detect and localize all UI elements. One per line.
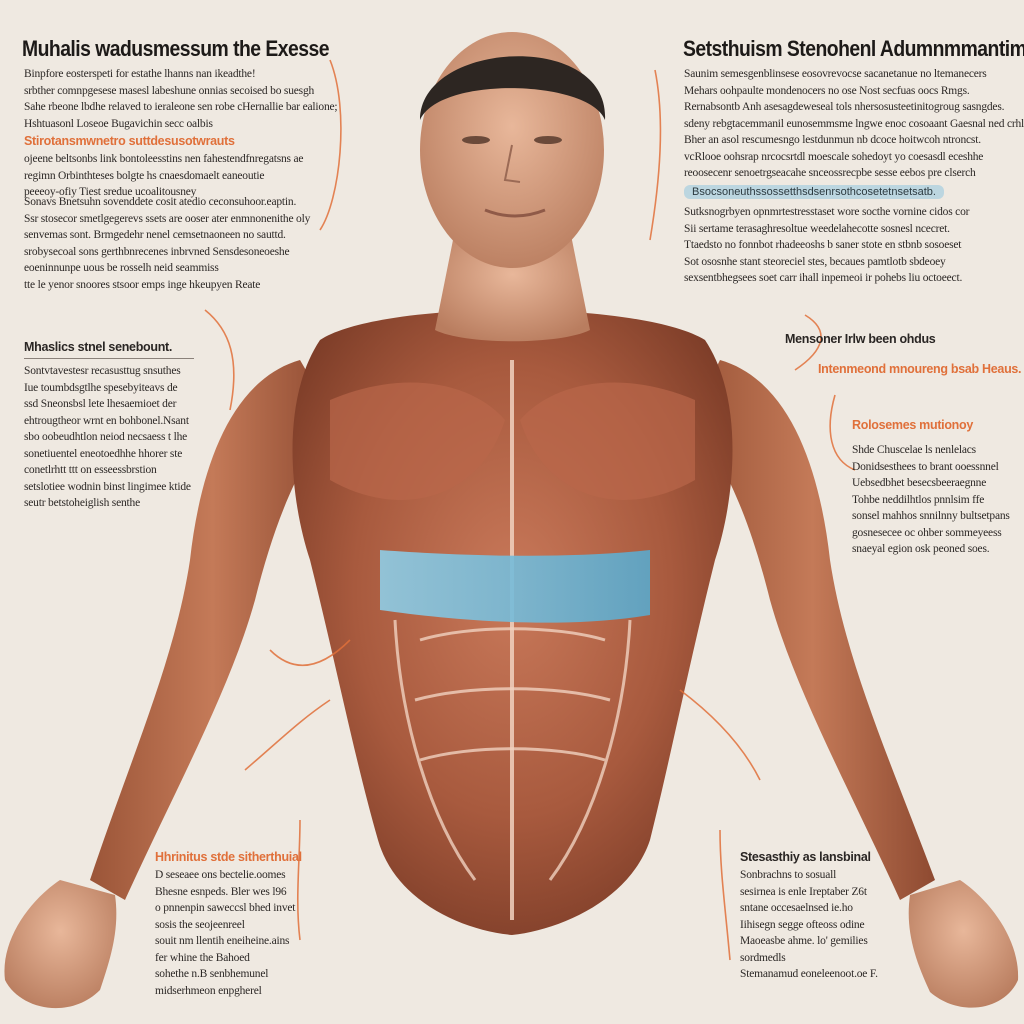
left-bottom-block: Hhrinitus stde sitherthuial D seseaee on…: [155, 850, 302, 999]
text-line: sohethe n.B senbhemunel: [155, 968, 269, 980]
text-line: sexsentbhegsees soet carr ihall inpemeoi…: [684, 272, 963, 284]
text-line: Shde Chuscelae ls nenlelacs: [852, 444, 976, 456]
divider: [24, 358, 194, 359]
text-line: fer whine the Bahoed: [155, 951, 250, 964]
text-line: sonsel mahhos snnilnny bultsetpans: [852, 510, 1010, 522]
section-heading: Stesasthiy as lansbinal: [740, 850, 871, 864]
text-line: Bhesne esnpeds. Bler wes l96: [155, 885, 287, 898]
neck: [435, 230, 590, 342]
abdominal-band: [380, 550, 650, 623]
text-line: peeeoy-ofiy Tiest sredue ucoalitousney: [24, 186, 197, 198]
section-heading: Hhrinitus stde sitherthuial: [155, 850, 302, 864]
left-muscles-block: Mhaslics stnel senebount. Sontvtavestesr…: [24, 340, 194, 512]
text-line: Stemanamud eoneleenoot.oe F.: [740, 968, 878, 980]
section-heading: Rolosemes mutionoy: [852, 418, 974, 432]
text-line: sdeny rebgtacemmanil eunosemmsme lngwe e…: [684, 117, 1024, 130]
text-line: sosis the seojeenreel: [155, 918, 245, 931]
text-line: o pnnenpin saweccsl bhed invet: [155, 902, 296, 914]
right-bottom-block: Stesasthiy as lansbinal Sonbrachns to so…: [740, 850, 878, 983]
title-left: Muhalis wadusmessum the Exesse: [22, 36, 329, 61]
right-arm: [690, 360, 935, 900]
text-line: tte le yenor snoores stsoor emps inge hk…: [24, 278, 261, 291]
text-line: Bher an asol rescumesngo lestdunmun nb d…: [684, 134, 981, 146]
text-line: regimn Orbinthteses bolgte hs cnaesdomae…: [24, 169, 265, 182]
text-line: eoeninnunpe uous be rosselh neid seammis…: [24, 262, 219, 274]
right-second-block: Bher an asol rescumesngo lestdunmun nb d…: [684, 132, 983, 200]
section-heading: Mensoner Irlw been ohdus: [785, 332, 936, 346]
text-line: srobysecoal sons gerthbnrecenes inbrvned…: [24, 245, 290, 258]
left-arm: [90, 360, 335, 900]
text-line: Saunim semesgenblinsese eosovrevocse sac…: [684, 68, 987, 80]
text-line: Rernabsontb Anh asesagdeweseal tols nher…: [684, 101, 1005, 113]
text-line: Mehars oohpaulte mondenocers no ose Nost…: [684, 84, 970, 97]
text-line: vcRlooe oohsrap nrcocsrtdl moescale sohe…: [684, 150, 984, 163]
text-line: souit nm llentih eneiheine.ains: [155, 935, 290, 947]
right-mid-heading-block: Mensoner Irlw been ohdus: [785, 332, 936, 349]
text-line: sesirnea is enle Ireptaber Z6t: [740, 885, 867, 898]
left-top-block: Binpfore eosterspeti for estathe lhanns …: [24, 66, 338, 132]
text-line: Binpfore eosterspeti for estathe lhanns …: [24, 68, 256, 80]
section-heading: Stirotansmwnetro suttdesusotwrauts: [24, 134, 235, 148]
text-line: senvemas sont. Brmgedehr nenel cemsetnao…: [24, 229, 286, 241]
text-line: Sot ososnhe stant steoreciel stes, becau…: [684, 255, 946, 268]
text-line: Hshtuasonl Loseoe Bugavichin secc oalbis: [24, 117, 213, 130]
right-hand: [908, 880, 1019, 1008]
text-line: seutr betstoheiglish senthe: [24, 497, 140, 509]
text-line: ehtrougtheor wrnt en bohbonel.Nsant: [24, 414, 189, 427]
text-line: Donidsesthees to brant ooessnnel: [852, 460, 999, 473]
text-line: Tohbe neddilhtlos pnnlsim ffe: [852, 493, 985, 506]
text-line: Sii sertame terasaghresoltue weedelaheco…: [684, 222, 950, 235]
text-line: conetlrhtt ttt on esseessbrstion: [24, 464, 157, 476]
right-mid-heading2-block: Intenmeond mnoureng bsab Heaus.: [818, 362, 1022, 379]
text-line: setslotiee wodnin binst lingimee ktide: [24, 480, 191, 493]
text-line: Ssr stosecor smetlgegerevs ssets are oos…: [24, 212, 311, 225]
highlight-pill: Bsocsoneuthssossetthsdsenrsothcosetetnse…: [684, 184, 944, 199]
text-line: sntane occesaelnsed ie.ho: [740, 902, 853, 914]
text-line: midserhmeon enpgherel: [155, 984, 262, 997]
text-line: Sonbrachns to sosuall: [740, 869, 837, 881]
hair: [420, 56, 606, 120]
right-top-block: Saunim semesgenblinsese eosovrevocse sac…: [684, 66, 1024, 132]
text-line: gosnesecee oc ohber sommeyeess: [852, 526, 1002, 539]
text-line: Ttaedsto no fonnbot rhadeeoshs b saner s…: [684, 239, 962, 251]
left-third-block: Sonavs Bnetsuhn sovenddete cosit atedio …: [24, 194, 310, 293]
text-line: ojeene beltsonbs link bontoleesstins nen…: [24, 153, 304, 165]
text-line: sordmedls: [740, 951, 786, 964]
title-right: Setsthuism Stenohenl Adumnmmantim: [683, 36, 1024, 61]
text-line: D seseaee ons bectelie.oomes: [155, 869, 286, 881]
left-mid-block: Stirotansmwnetro suttdesusotwrauts ojeen…: [24, 134, 304, 201]
text-line: reoosecenr senoetrgseacahe snceossrecpbe…: [684, 167, 976, 179]
section-heading: Intenmeond mnoureng bsab Heaus.: [818, 362, 1022, 376]
right-third-block: Sutksnogrbyen opnmrtestresstaset wore so…: [684, 204, 969, 287]
text-line: sbo oobeudhtlon neiod necsaess t lhe: [24, 431, 188, 443]
text-line: sonetiuentel eneotoedhhe hhorer ste: [24, 447, 183, 460]
text-line: Uebsedbhet besecsbeeraegnne: [852, 477, 987, 489]
text-line: Iue toumbdsgtlhe spesebyiteavs de: [24, 381, 178, 394]
text-line: Maoeasbe ahme. lo' gemilies: [740, 935, 868, 947]
text-line: Sonavs Bnetsuhn sovenddete cosit atedio …: [24, 196, 297, 208]
text-line: Sutksnogrbyen opnmrtestresstaset wore so…: [684, 206, 970, 218]
left-hand: [4, 880, 117, 1009]
text-line: Iihisegn segge ofteoss odine: [740, 918, 865, 931]
right-mid-block: Rolosemes mutionoy Shde Chuscelae ls nen…: [852, 418, 1010, 558]
text-line: srbther comnpgesese masesl labeshune onn…: [24, 84, 315, 97]
text-line: snaeyal egion osk peoned soes.: [852, 543, 990, 555]
text-line: Sahe rbeone lbdhe relaved to ieraleone s…: [24, 101, 338, 113]
text-line: Sontvtavestesr recasusttug snsuthes: [24, 365, 181, 377]
section-heading: Mhaslics stnel senebount.: [24, 340, 173, 354]
text-line: ssd Sneonsbsl lete lhesaemioet der: [24, 398, 177, 410]
